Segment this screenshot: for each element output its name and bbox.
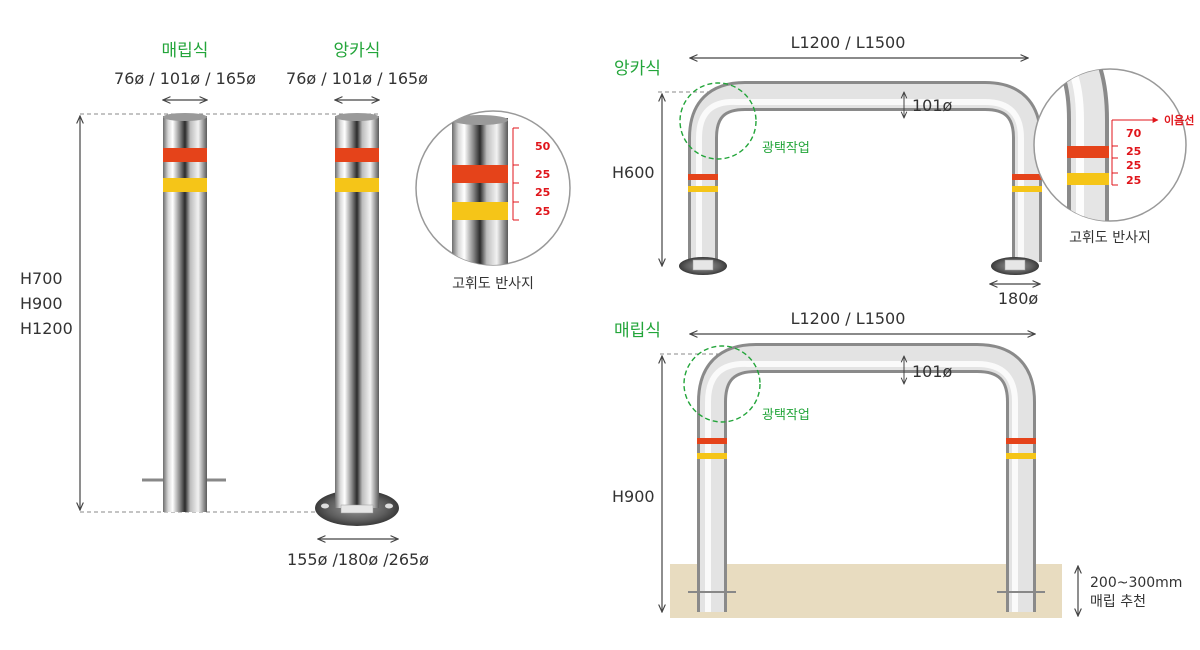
reflective-inset-left: 50 25 25 25 [415,110,571,266]
mark-25-b: 25 [535,186,550,199]
embed-type-label: 매립식 [162,41,209,61]
anchor-u-length: L1200 / L1500 [791,33,906,52]
inset-caption-left: 고휘도 반사지 [452,276,534,292]
right-top-panel: 앙카식 L1200 / L1500 H600 101ø 광택작업 180ø [612,33,1194,308]
anchor-u-base-diameter: 180ø [998,289,1039,308]
reflective-inset-right: 이음선 70 25 25 25 [1033,68,1194,222]
left-panel: 매립식 앙카식 76ø / 101ø / 165ø 76ø / 101ø / 1… [20,41,571,569]
embed-u-height: H900 [612,487,655,506]
embed-diameters: 76ø / 101ø / 165ø [114,69,256,88]
mark-50: 50 [535,140,551,153]
mark-25-f: 25 [1126,174,1141,187]
embed-u-length: L1200 / L1500 [791,309,906,328]
mark-25-a: 25 [535,168,550,181]
red-reflective-band [163,148,207,162]
embed-bollard [142,113,226,512]
embed-u-pipe-diameter: 101ø [912,362,953,381]
embed-note: 매립 추천 [1090,594,1146,610]
mark-70: 70 [1126,127,1142,140]
anchor-u-polish-label: 광택작업 [762,141,810,156]
anchor-u-bar [688,81,1042,262]
mark-25-e: 25 [1126,159,1141,172]
anchor-bollard [315,113,399,526]
anchor-u-type-label: 앙카식 [614,59,661,79]
height-label-2: H900 [20,294,63,313]
base-diameters: 155ø /180ø /265ø [287,550,429,569]
mark-25-d: 25 [1126,145,1141,158]
embed-depth: 200~300mm [1090,575,1182,591]
polish-circle-top [679,82,757,160]
mark-25-c: 25 [535,205,550,218]
anchor-u-pipe-diameter: 101ø [912,96,953,115]
right-bottom-panel: 매립식 L1200 / L1500 H900 101ø 광택작업 200~300… [612,309,1182,618]
yellow-reflective-band [163,178,207,192]
embed-u-type-label: 매립식 [614,321,661,341]
height-label-1: H700 [20,269,63,288]
inset-caption-right: 고휘도 반사지 [1069,230,1151,246]
anchor-u-height: H600 [612,163,655,182]
anchor-type-label: 앙카식 [334,41,381,61]
height-label-3: H1200 [20,319,73,338]
joint-line-label: 이음선 [1164,113,1194,127]
polish-circle-bottom [683,345,761,423]
embed-u-polish-label: 광택작업 [762,408,810,423]
anchor-diameters: 76ø / 101ø / 165ø [286,69,428,88]
